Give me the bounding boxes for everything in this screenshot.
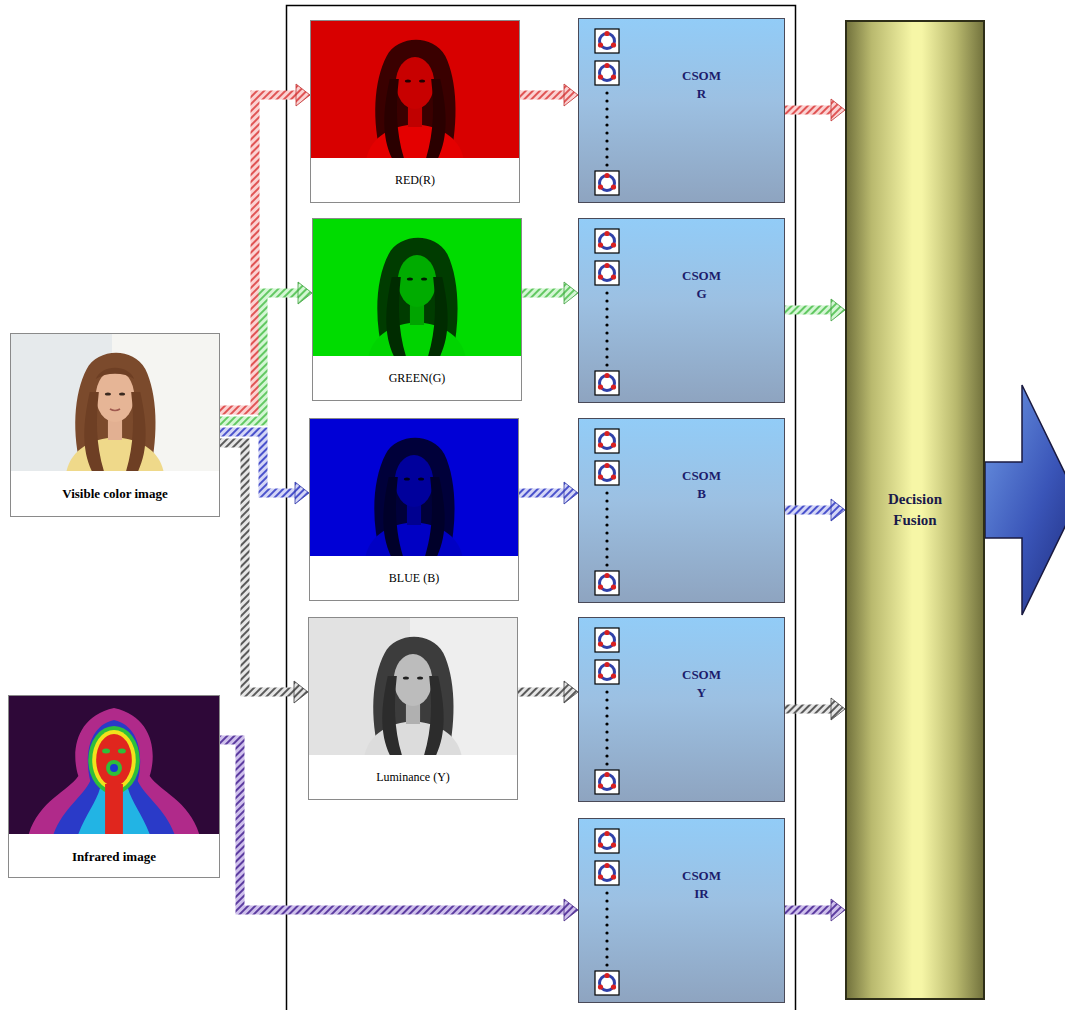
map-cell [595,861,619,885]
image-caption: Infrared image [72,849,156,865]
neuron-map-icons [579,19,786,204]
map-cell [595,571,619,595]
map-cell [595,461,619,485]
hatched-arrow [220,443,308,703]
csom-label: CSOM IR [682,867,721,902]
arrow-shaft [220,95,296,410]
fusion-label: Decision Fusion [888,489,942,531]
hatched-arrow [522,282,578,304]
arrow-head [831,499,845,521]
thermal-photo [9,696,219,834]
luminance-photo [309,618,517,755]
map-cell [595,429,619,453]
fusion-column: Decision Fusion [845,20,985,1000]
hatched-arrow [785,899,845,921]
hatched-arrow [785,499,845,521]
output-arrow [985,385,1065,615]
ellipsis-dots [605,891,608,966]
csom-box: CSOM IR [578,818,785,1003]
neuron-map-icons [579,819,786,1004]
channel-image-box: BLUE (B) [309,418,519,601]
map-cell [595,628,619,652]
arrow-head [564,282,578,304]
arrow-head [564,482,578,504]
channel-image-box: RED(R) [310,20,520,203]
map-cell [595,229,619,253]
ellipsis-dots [605,91,608,166]
arrow-head [564,84,578,106]
map-cell [595,770,619,794]
map-cell [595,829,619,853]
arrow-head [831,698,845,720]
panel-frame [287,6,796,1010]
map-cell [595,660,619,684]
arrow-head [831,99,845,121]
ellipsis-dots [605,491,608,566]
source-image-box: Infrared image [8,695,220,878]
source-image-box: Visible color image [10,333,220,517]
arrow-head [295,482,309,504]
red-channel-photo [311,21,519,158]
arrow-head [831,899,845,921]
neuron-map-icons [579,219,786,404]
arrow-shaft [522,289,564,298]
arrow-head [564,681,578,703]
arrow-head [296,84,310,106]
channel-caption: Luminance (Y) [376,770,450,785]
arrow-shaft [785,705,831,714]
csom-box: CSOM B [578,418,785,603]
channel-caption: RED(R) [395,173,435,188]
channel-image-box: Luminance (Y) [308,617,518,800]
csom-label: CSOM G [682,267,721,302]
arrow-shaft [785,106,831,115]
color-photo [11,334,219,471]
csom-label: CSOM B [682,467,721,502]
hatched-arrow [519,482,578,504]
arrow-head [831,299,845,321]
image-caption: Visible color image [62,486,167,502]
channel-caption: BLUE (B) [389,571,439,586]
arrow-shaft [785,506,831,515]
hatched-arrow [785,299,845,321]
map-cell [595,261,619,285]
csom-box: CSOM R [578,18,785,203]
hatched-arrow [220,282,312,421]
map-cell [595,29,619,53]
arrow-shaft [519,489,564,498]
hatched-arrow [785,99,845,121]
csom-box: CSOM Y [578,617,785,802]
arrow-shaft [220,293,298,421]
arrow-head [298,282,312,304]
hatched-arrow [785,698,845,720]
arrow-shaft [785,306,831,315]
channel-image-box: GREEN(G) [312,218,522,401]
map-cell [595,371,619,395]
map-cell [595,61,619,85]
blue-channel-photo [310,419,518,556]
arrow-head [564,899,578,921]
csom-label: CSOM R [682,67,721,102]
channel-caption: GREEN(G) [389,371,446,386]
csom-label: CSOM Y [682,666,721,701]
arrow-shaft [785,906,831,915]
map-cell [595,171,619,195]
arrow-shaft [520,91,564,100]
map-cell [595,971,619,995]
csom-box: CSOM G [578,218,785,403]
arrow-shaft [220,443,294,692]
ellipsis-dots [605,690,608,765]
arrow-head [294,681,308,703]
neuron-map-icons [579,618,786,803]
ellipsis-dots [605,291,608,366]
neuron-map-icons [579,419,786,604]
hatched-arrow [518,681,578,703]
hatched-arrow [520,84,578,106]
arrow-shaft [518,688,564,697]
green-channel-photo [313,219,521,356]
